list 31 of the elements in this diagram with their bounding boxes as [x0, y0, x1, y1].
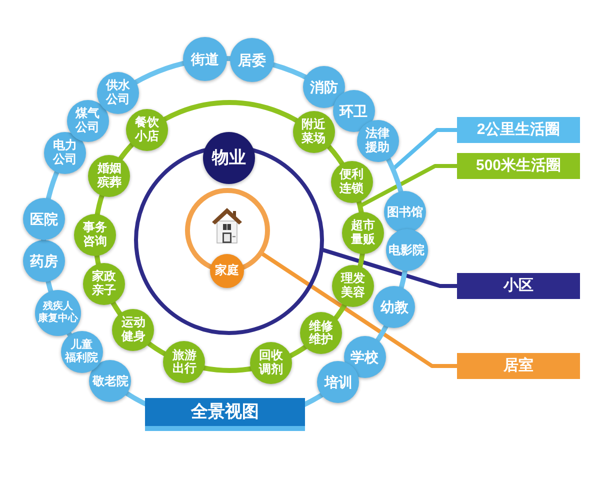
service-bubble: 旅游出行 — [163, 341, 206, 384]
facility-bubble: 残疾人康复中心 — [35, 290, 82, 336]
zone-tag: 小区 — [457, 273, 580, 299]
leader-line — [322, 248, 457, 288]
service-bubble: 婚姻殡葬 — [88, 154, 130, 197]
home-bubble: 家庭 — [210, 254, 244, 288]
zone-tag: 2公里生活圈 — [457, 117, 580, 143]
facility-bubble: 电影院 — [386, 229, 428, 272]
service-bubble: 家政亲子 — [82, 263, 125, 306]
service-bubble: 餐饮小店 — [126, 108, 168, 151]
facility-bubble: 幼教 — [373, 286, 416, 328]
leader-line — [392, 128, 457, 170]
service-bubble: 理发美容 — [332, 265, 374, 308]
zone-tag: 居室 — [457, 353, 580, 379]
service-bubble: 运动健身 — [112, 308, 154, 351]
facility-bubble: 图书馆 — [384, 191, 426, 234]
zone-tag: 500米生活圈 — [457, 153, 580, 179]
service-bubble: 附近菜场 — [292, 111, 335, 154]
service-bubble: 维修维护 — [300, 312, 342, 354]
facility-bubble: 医院 — [23, 198, 66, 240]
leader-line — [260, 252, 457, 368]
facility-bubble: 街道 — [183, 37, 228, 82]
facility-bubble: 居委 — [230, 38, 274, 82]
service-bubble: 超市量贩 — [342, 212, 384, 254]
facility-bubble: 药房 — [23, 240, 66, 282]
service-bubble: 回收调剂 — [250, 342, 292, 384]
property-bubble: 物业 — [203, 132, 255, 184]
service-bubble: 事务咨询 — [74, 214, 116, 256]
service-bubble: 便利连锁 — [330, 161, 373, 204]
title-banner: 全景视图 — [145, 398, 305, 431]
leader-line — [360, 164, 457, 208]
